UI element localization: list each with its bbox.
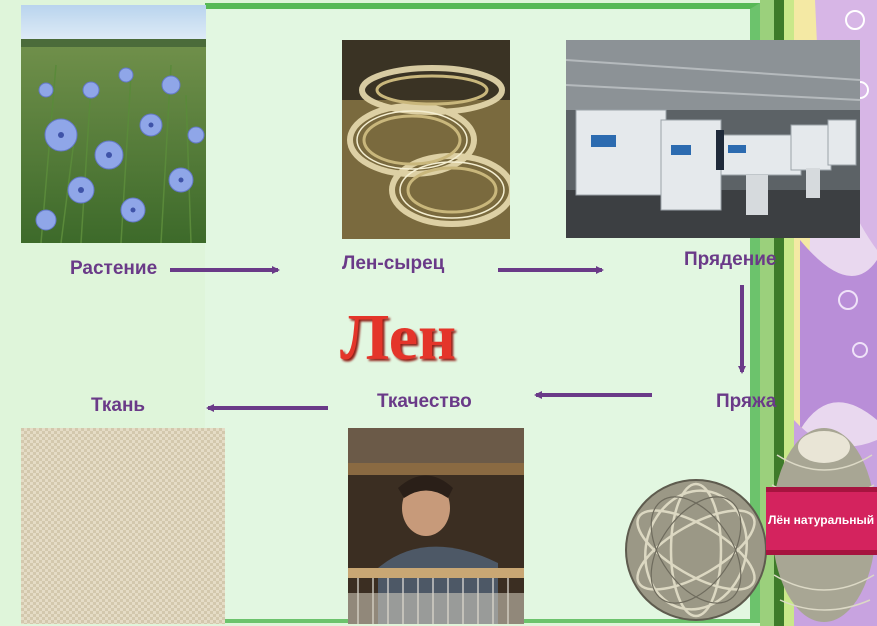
stage-label-spinning: Прядение bbox=[684, 249, 777, 270]
slide-title: Лен bbox=[340, 301, 457, 374]
stage-label-yarn: Пряжа bbox=[716, 391, 777, 412]
stage-label-weaving: Ткачество bbox=[377, 391, 472, 412]
stage-label-raw-flax: Лен-сырец bbox=[342, 253, 445, 274]
yarn-skein-photo: Лён натуральный bbox=[762, 425, 877, 625]
flax-plant-photo bbox=[21, 5, 206, 243]
raw-flax-photo bbox=[342, 40, 510, 239]
stage-label-fabric: Ткань bbox=[91, 395, 146, 416]
yarn-ball-photo bbox=[620, 470, 772, 626]
weaving-photo bbox=[348, 428, 524, 624]
fabric-photo bbox=[21, 428, 225, 624]
stage-label-plant: Растение bbox=[70, 258, 158, 279]
yarn-skein-label: Лён натуральный bbox=[768, 513, 875, 527]
spinning-factory-photo bbox=[566, 40, 860, 238]
